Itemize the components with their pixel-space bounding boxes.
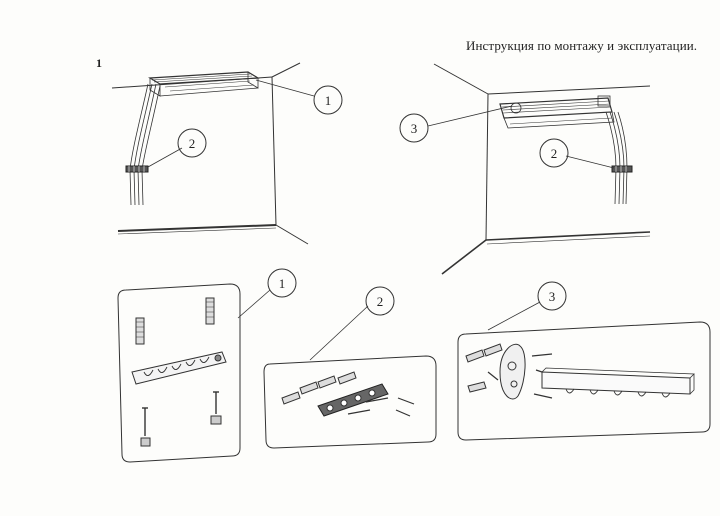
callout-label: 3 [411,121,418,136]
kit-2-dowels [281,371,357,405]
page-title: Инструкция по монтажу и эксплуатации. [466,38,698,53]
kit-1-screws [140,391,222,447]
kit-3-rail [541,367,695,398]
figure-number: 1 [96,56,102,70]
callout-label: 2 [377,294,384,309]
kit-2-hook-bar [317,383,389,417]
kit-1-panel [117,268,297,463]
ceiling-dryer [125,71,260,206]
kit-2-screws [347,397,415,417]
wall-mount-scene [399,63,651,275]
callout-circle [399,113,429,143]
callout-label: 3 [549,289,556,304]
callout-circle [537,281,567,311]
kit-3-dowels [465,343,503,393]
callout-circle [313,85,343,115]
wall-dryer [499,95,633,205]
kit-3-bracket [499,343,526,400]
kit-3-panel [457,281,711,441]
callout-circle [539,138,569,168]
callout-label: 1 [279,276,286,291]
callout-circle [267,268,297,298]
callout-circle [365,286,395,316]
callout-label: 2 [551,146,558,161]
callout-label: 1 [325,93,332,108]
kit-2-panel [263,286,437,449]
callout-circle [177,128,207,158]
kit-1-hook-bar [131,351,227,385]
ceiling-mount-scene [111,62,343,245]
kit-1-dowels [135,297,215,345]
callout-label: 2 [189,136,196,151]
